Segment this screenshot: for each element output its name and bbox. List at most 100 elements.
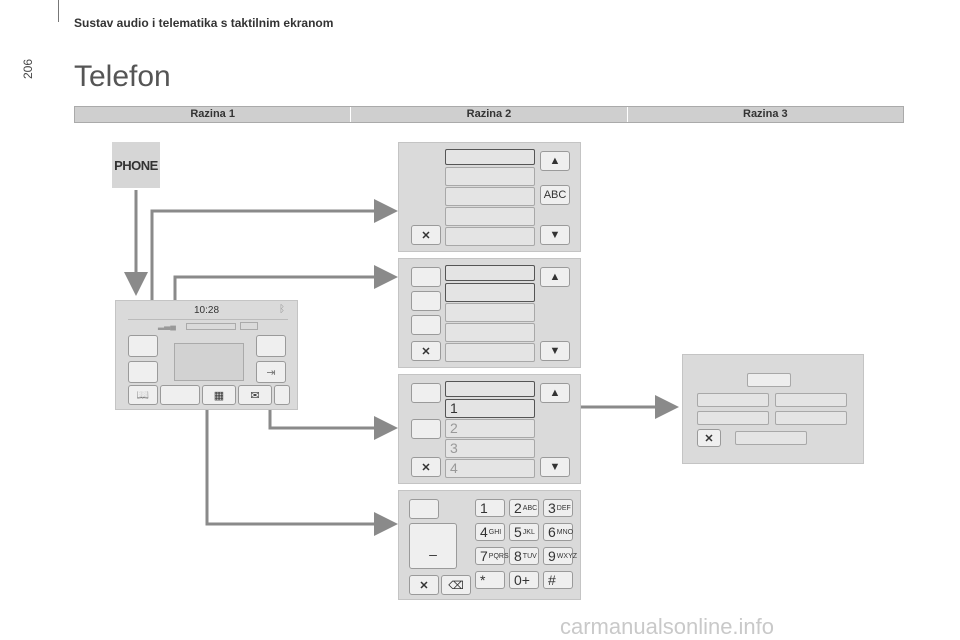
down-arrow-icon: ▼ <box>549 461 561 473</box>
list-row[interactable] <box>445 303 535 322</box>
section-header: Sustav audio i telematika s taktilnim ek… <box>74 16 334 30</box>
side-button-2[interactable] <box>411 291 441 311</box>
home-button-right-2[interactable]: ⇥ <box>256 361 286 383</box>
list-item-number: 1 <box>450 400 458 416</box>
dash-label: – <box>429 546 437 562</box>
level3-field-bottom[interactable] <box>735 431 807 445</box>
scroll-up-button[interactable]: ▲ <box>540 151 570 171</box>
level3-field[interactable] <box>697 393 769 407</box>
key-digit: 3 <box>548 500 556 516</box>
key-letters: ABC <box>522 504 538 512</box>
home-button-right-1[interactable] <box>256 335 286 357</box>
home-button-left-2[interactable] <box>128 361 158 383</box>
up-arrow-icon: ▲ <box>549 271 561 283</box>
down-arrow-icon: ▼ <box>549 229 561 241</box>
abc-search-button[interactable]: ABC <box>540 185 570 205</box>
side-button-3[interactable] <box>411 315 441 335</box>
abc-label: ABC <box>543 189 567 201</box>
list-row[interactable]: 4 <box>445 459 535 478</box>
list-row[interactable] <box>445 227 535 246</box>
list-row-selected[interactable] <box>445 265 535 281</box>
level2-panel-1: ▲ ABC ▼ ✕ <box>398 142 581 252</box>
list-row-selected[interactable] <box>445 149 535 165</box>
key-digit: 5 <box>514 524 522 540</box>
close-icon: ✕ <box>421 229 431 242</box>
page-title: Telefon <box>74 60 171 93</box>
close-button[interactable]: ✕ <box>411 225 441 245</box>
home-screen: 10:28 ᛒ ▂▃▄ ⇥ 📖 ▦ ✉ <box>115 300 298 410</box>
grid-icon: ▦ <box>213 389 225 402</box>
level3-field[interactable] <box>775 411 847 425</box>
close-button[interactable]: ✕ <box>411 457 441 477</box>
levels-bar: Razina 1 Razina 2 Razina 3 <box>74 106 904 123</box>
scroll-up-button[interactable]: ▲ <box>540 383 570 403</box>
keypad-side-button[interactable] <box>409 499 439 519</box>
key-letters: TUV <box>522 552 537 560</box>
bluetooth-icon: ᛒ <box>279 304 285 315</box>
key-letters: PQRS <box>488 552 509 560</box>
up-arrow-icon: ▲ <box>549 155 561 167</box>
close-button[interactable]: ✕ <box>409 575 439 595</box>
keypad-key-#[interactable]: # <box>543 571 573 589</box>
scroll-up-button[interactable]: ▲ <box>540 267 570 287</box>
book-icon: 📖 <box>136 389 150 401</box>
key-digit: 0+ <box>514 572 530 588</box>
arrow-to-panel3 <box>268 410 398 440</box>
list-row[interactable] <box>445 187 535 206</box>
close-icon: ✕ <box>419 579 429 592</box>
list-item-number: 3 <box>450 440 458 456</box>
list-row[interactable]: 3 <box>445 439 535 458</box>
backspace-button[interactable]: ⌫ <box>441 575 471 595</box>
key-digit: 8 <box>514 548 522 564</box>
key-digit: 4 <box>480 524 488 540</box>
dash-button[interactable]: – <box>409 523 457 569</box>
list-item-number: 2 <box>450 420 458 436</box>
key-digit: 1 <box>480 500 488 516</box>
list-row-selected[interactable] <box>445 283 535 302</box>
scroll-down-button[interactable]: ▼ <box>540 225 570 245</box>
keypad-key-0+[interactable]: 0+ <box>509 571 539 589</box>
home-button-left-1[interactable] <box>128 335 158 357</box>
scroll-down-button[interactable]: ▼ <box>540 457 570 477</box>
contacts-book-button[interactable]: 📖 <box>128 385 158 405</box>
level3-field[interactable] <box>697 411 769 425</box>
key-letters: WXYZ <box>556 552 578 560</box>
side-button-1[interactable] <box>411 267 441 287</box>
close-button[interactable]: ✕ <box>411 341 441 361</box>
home-center-area <box>174 343 244 381</box>
side-button-2[interactable] <box>411 419 441 439</box>
list-row-selected[interactable] <box>445 381 535 397</box>
list-item-number: 4 <box>450 460 458 476</box>
list-row-selected[interactable]: 1 <box>445 399 535 418</box>
list-row[interactable]: 2 <box>445 419 535 438</box>
home-button-last[interactable] <box>274 385 290 405</box>
messages-button[interactable]: ✉ <box>238 385 272 405</box>
level2-panel-2: ▲ ▼ ✕ <box>398 258 581 368</box>
list-row[interactable] <box>445 207 535 226</box>
down-arrow-icon: ▼ <box>549 345 561 357</box>
close-button[interactable]: ✕ <box>697 429 721 447</box>
list-row[interactable] <box>445 167 535 186</box>
phone-key[interactable]: PHONE <box>112 142 160 188</box>
scroll-down-button[interactable]: ▼ <box>540 341 570 361</box>
list-row[interactable] <box>445 323 535 342</box>
list-row[interactable] <box>445 343 535 362</box>
backspace-icon: ⌫ <box>448 579 464 592</box>
keypad-grid-button[interactable]: ▦ <box>202 385 236 405</box>
keypad-key-1[interactable]: 1 <box>475 499 505 517</box>
close-icon: ✕ <box>421 345 431 358</box>
side-button-1[interactable] <box>411 383 441 403</box>
level3-field-top[interactable] <box>747 373 791 387</box>
level3-field[interactable] <box>775 393 847 407</box>
keypad-key-*[interactable]: * <box>475 571 505 589</box>
home-button-blank[interactable] <box>160 385 200 405</box>
clock: 10:28 <box>194 305 220 316</box>
